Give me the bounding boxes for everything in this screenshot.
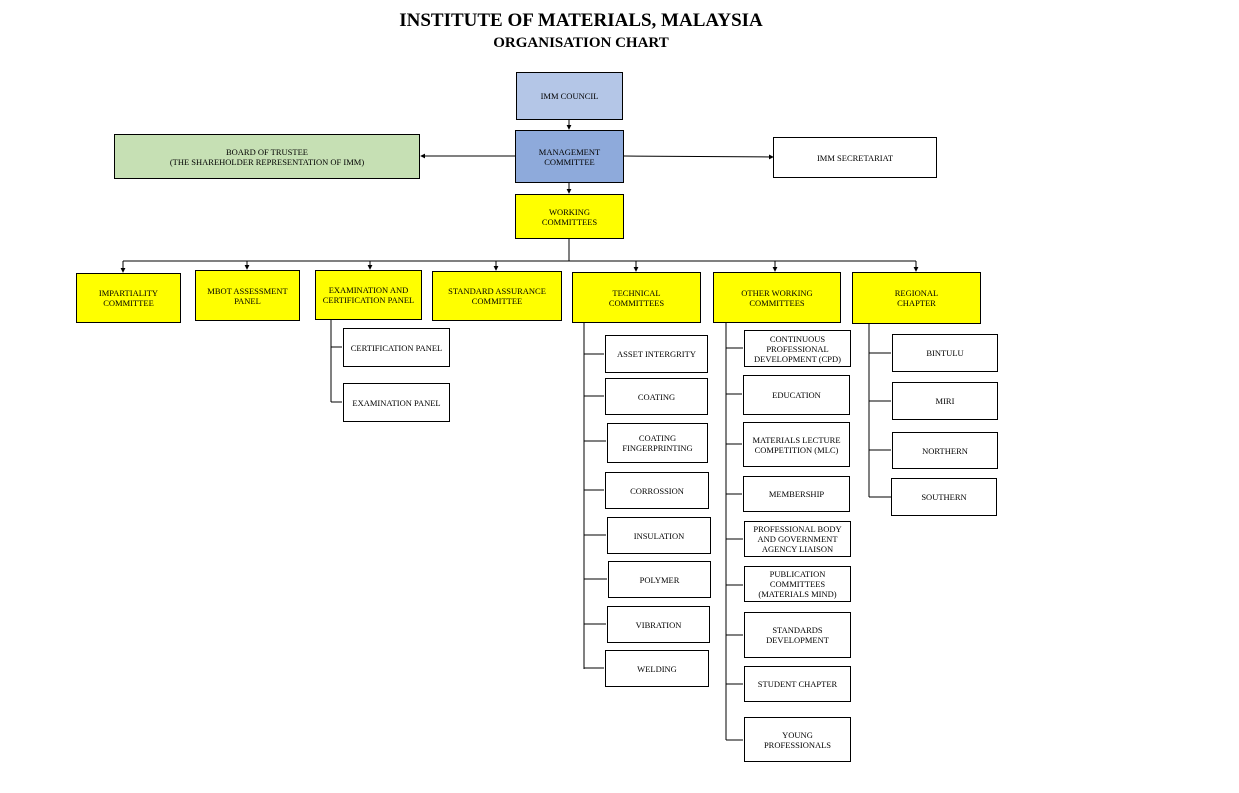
- standard-assurance-committee-box[interactable]: STANDARD ASSURANCE COMMITTEE: [432, 271, 562, 321]
- technical-item[interactable]: CORROSSION: [605, 472, 709, 509]
- management-committee-box[interactable]: MANAGEMENT COMMITTEE: [515, 130, 624, 183]
- other-committee-item[interactable]: PROFESSIONAL BODY AND GOVERNMENT AGENCY …: [744, 521, 851, 557]
- regional-chapter-item[interactable]: NORTHERN: [892, 432, 998, 469]
- technical-item[interactable]: COATING FINGERPRINTING: [607, 423, 708, 463]
- other-committee-item[interactable]: MEMBERSHIP: [743, 476, 850, 512]
- board-of-trustee-box[interactable]: BOARD OF TRUSTEE (THE SHAREHOLDER REPRES…: [114, 134, 420, 179]
- technical-item[interactable]: WELDING: [605, 650, 709, 687]
- imm-council-box[interactable]: IMM COUNCIL: [516, 72, 623, 120]
- chart-title: INSTITUTE OF MATERIALS, MALAYSIA: [399, 10, 763, 31]
- other-committee-item[interactable]: CONTINUOUS PROFESSIONAL DEVELOPMENT (CPD…: [744, 330, 851, 367]
- technical-item[interactable]: INSULATION: [607, 517, 711, 554]
- imm-secretariat-box[interactable]: IMM SECRETARIAT: [773, 137, 937, 178]
- other-committee-item[interactable]: PUBLICATION COMMITTEES (MATERIALS MIND): [744, 566, 851, 602]
- other-committee-item[interactable]: MATERIALS LECTURE COMPETITION (MLC): [743, 422, 850, 467]
- other-committee-item[interactable]: STANDARDS DEVELOPMENT: [744, 612, 851, 658]
- mbot-assessment-panel-box[interactable]: MBOT ASSESSMENT PANEL: [195, 270, 300, 321]
- examination-panel-box[interactable]: EXAMINATION PANEL: [343, 383, 450, 422]
- regional-chapter-item[interactable]: BINTULU: [892, 334, 998, 372]
- other-committee-item[interactable]: EDUCATION: [743, 375, 850, 415]
- other-committee-item[interactable]: STUDENT CHAPTER: [744, 666, 851, 702]
- technical-item[interactable]: POLYMER: [608, 561, 711, 598]
- technical-item[interactable]: VIBRATION: [607, 606, 710, 643]
- certification-panel-box[interactable]: CERTIFICATION PANEL: [343, 328, 450, 367]
- other-working-committees-box[interactable]: OTHER WORKING COMMITTEES: [713, 272, 841, 323]
- working-committees-box[interactable]: WORKING COMMITTEES: [515, 194, 624, 239]
- chart-subtitle: ORGANISATION CHART: [493, 35, 669, 51]
- technical-item[interactable]: ASSET INTERGRITY: [605, 335, 708, 373]
- examination-certification-panel-box[interactable]: EXAMINATION AND CERTIFICATION PANEL: [315, 270, 422, 320]
- regional-chapter-item[interactable]: SOUTHERN: [891, 478, 997, 516]
- technical-item[interactable]: COATING: [605, 378, 708, 415]
- technical-committees-box[interactable]: TECHNICAL COMMITTEES: [572, 272, 701, 323]
- other-committee-item[interactable]: YOUNG PROFESSIONALS: [744, 717, 851, 762]
- impartiality-committee-box[interactable]: IMPARTIALITY COMMITTEE: [76, 273, 181, 323]
- regional-chapter-item[interactable]: MIRI: [892, 382, 998, 420]
- regional-chapter-box[interactable]: REGIONAL CHAPTER: [852, 272, 981, 324]
